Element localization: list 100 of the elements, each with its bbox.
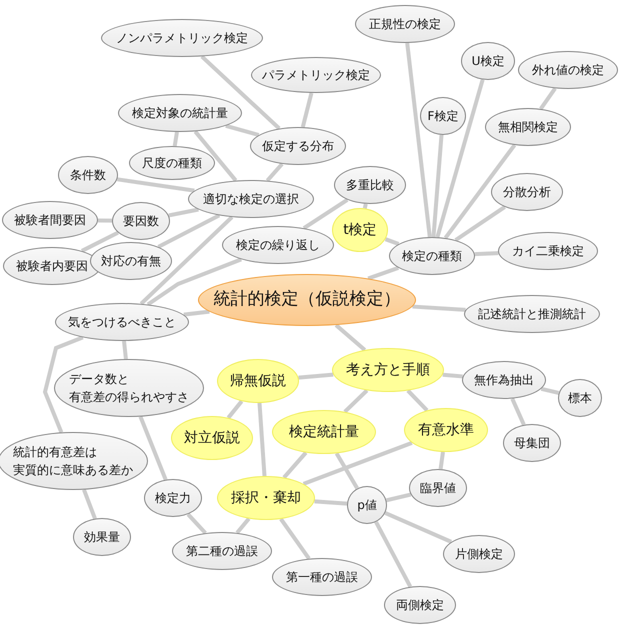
connector-line <box>444 144 516 240</box>
connector-line <box>194 130 238 182</box>
connector-line <box>436 79 485 238</box>
connector-line <box>138 416 168 480</box>
topic-label: 考え方と手順 <box>345 360 431 380</box>
topic-label: 検定対象の統計量 <box>131 105 229 122</box>
connector-line <box>334 452 359 490</box>
connector-line <box>540 386 560 395</box>
connector-line <box>454 205 506 242</box>
topic-label: 記述統計と推測統計 <box>477 306 587 323</box>
connector-line <box>266 162 284 182</box>
connector-line <box>282 451 308 479</box>
topic-ellipse <box>518 51 618 89</box>
connector-line <box>510 398 526 426</box>
connector-line <box>122 340 128 360</box>
topic-label: 臨界値 <box>419 480 457 497</box>
connector-line <box>314 499 348 506</box>
connector-line <box>225 124 260 137</box>
topic-ellipse <box>558 379 602 417</box>
connector-line <box>298 372 334 380</box>
connector-line <box>406 389 428 412</box>
topic-label: 検定統計量 <box>288 422 360 442</box>
connector-line <box>258 402 266 476</box>
topic-label: 無作為抽出 <box>473 372 535 389</box>
connector-line <box>236 517 250 534</box>
topic-label: 有意水準 <box>417 420 475 440</box>
connector-line <box>384 511 452 544</box>
topic-ellipse <box>118 94 242 132</box>
topic-label: 検定の繰り返し <box>235 237 321 254</box>
topic-ellipse <box>389 237 475 275</box>
topic-label: パラメトリック検定 <box>261 67 371 84</box>
topic-ellipse <box>129 146 215 180</box>
connector-line <box>98 218 112 223</box>
connector-line <box>386 492 412 502</box>
topic-ellipse <box>347 486 387 524</box>
topic-label: 無相関検定 <box>497 119 559 136</box>
topic-label: ノンパラメトリック検定 <box>115 30 249 47</box>
topic-label: 統計的有意差は実質的に意味ある差か <box>12 444 134 479</box>
topic-label: 第二種の過誤 <box>185 543 259 560</box>
topic-ellipse <box>461 42 515 80</box>
topic-label: 要因数 <box>122 213 160 230</box>
connector-line <box>157 214 220 249</box>
connector-line <box>279 518 311 560</box>
topic-ellipse <box>112 202 170 240</box>
connector-line <box>334 324 366 352</box>
connector-line <box>412 304 466 312</box>
connector-line <box>405 42 432 238</box>
topic-ellipse <box>90 242 172 280</box>
connector-line <box>432 134 444 238</box>
topic-ellipse <box>409 469 467 507</box>
connector-line <box>539 87 557 110</box>
topic-label: 被験者間要因 <box>13 212 87 229</box>
topic-ellipse <box>443 535 515 573</box>
connector-line <box>42 336 84 434</box>
topic-label: 両側検定 <box>395 597 445 614</box>
topic-label: 条件数 <box>69 167 107 184</box>
topic-label: F検定 <box>426 108 460 125</box>
topic-label: 正規性の検定 <box>368 16 442 33</box>
connector-line <box>168 208 199 218</box>
topic-ellipse <box>404 408 488 452</box>
topic-label: p値 <box>356 497 378 514</box>
topic-label: 多重比較 <box>345 177 395 194</box>
topic-label: 標本 <box>567 390 593 407</box>
topic-label: データ数と有意差の得られやすさ <box>68 371 190 406</box>
connector-line <box>186 512 207 534</box>
topic-label: 外れ値の検定 <box>531 62 605 79</box>
connector-line <box>82 488 97 520</box>
connector-line <box>184 310 210 317</box>
topic-label: 対応の有無 <box>100 253 162 270</box>
topic-label: 分散分析 <box>502 184 552 201</box>
topic-label: 片側検定 <box>454 546 504 563</box>
topic-ellipse <box>188 180 314 218</box>
topic-ellipse <box>491 173 563 211</box>
topic-label: 帰無仮説 <box>229 372 287 390</box>
topic-label: 気をつけるべきこと <box>67 314 177 331</box>
topic-label: U検定 <box>470 53 506 70</box>
connector-line <box>200 54 281 130</box>
topic-label: 対立仮説 <box>183 428 241 448</box>
connector-line <box>362 203 368 209</box>
topic-label: 仮定する分布 <box>261 138 335 155</box>
connector-line <box>172 132 179 146</box>
topic-ellipse <box>332 208 388 252</box>
connector-line <box>140 216 234 306</box>
topic-label: 適切な検定の選択 <box>202 191 300 208</box>
topic-label: 第一種の過誤 <box>285 569 359 586</box>
topic-label: 尺度の種類 <box>141 155 203 172</box>
connector-line <box>226 400 244 420</box>
connector-line <box>474 251 498 256</box>
connector-line <box>438 452 445 470</box>
topic-ellipse <box>217 476 315 520</box>
topic-label: 被験者内要因 <box>15 258 89 275</box>
topic-ellipse <box>0 432 148 490</box>
topic-ellipse <box>420 97 466 135</box>
topic-ellipse <box>222 226 334 264</box>
topic-label: t検定 <box>342 220 378 240</box>
connector-line <box>384 237 400 246</box>
topic-label: 母集団 <box>513 435 551 452</box>
connector-line <box>302 441 413 486</box>
connector-line <box>442 372 463 378</box>
topic-label: 統計的検定（仮説検定） <box>212 288 402 312</box>
